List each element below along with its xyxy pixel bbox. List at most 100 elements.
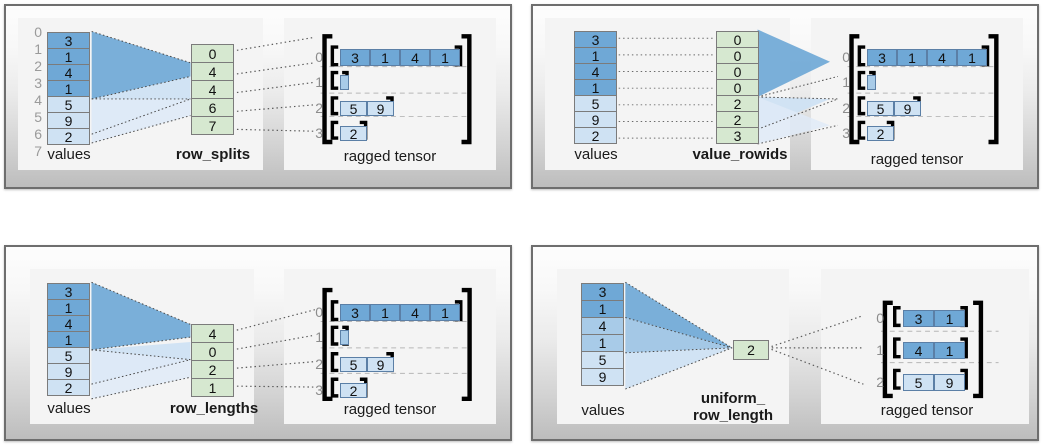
fan-dark — [91, 282, 191, 350]
ragged-box-row-splits — [284, 18, 496, 170]
link-lines — [767, 315, 864, 385]
encoding-cell: 7 — [191, 116, 234, 135]
value-cell: 4 — [581, 317, 624, 335]
value-cell: 5 — [47, 96, 90, 113]
encoding-cell: 2 — [733, 340, 769, 360]
value-cell: 3 — [47, 32, 90, 49]
encoding-cell: 2 — [716, 111, 759, 128]
value-index: 7 — [34, 143, 42, 159]
outer-bracket — [882, 300, 984, 399]
value-index: 5 — [34, 109, 42, 125]
encoding-cell: 4 — [191, 62, 234, 81]
value-to-rowid-links — [618, 37, 715, 139]
encoding-label: row_lengths — [169, 400, 259, 417]
encoding-cell: 6 — [191, 98, 234, 117]
connector-layer-row-splits — [91, 30, 472, 145]
fan-dark — [757, 29, 831, 97]
link-lines — [232, 36, 315, 132]
ragged-cell: 1 — [370, 304, 400, 321]
row-separators — [320, 320, 472, 374]
ragged-cell: 2 — [340, 383, 367, 399]
ragged-row-index: 0 — [876, 310, 884, 326]
ragged-cell: 1 — [370, 49, 400, 66]
ragged-cell-empty — [340, 75, 349, 90]
encoding-column-row-lengths: 4 0 2 1 — [191, 324, 234, 397]
value-index: 6 — [34, 126, 42, 142]
fan-light — [625, 347, 733, 390]
value-cell: 9 — [47, 363, 90, 380]
encoding-cell: 4 — [191, 80, 234, 99]
value-cell: 1 — [47, 80, 90, 97]
value-cell: 1 — [47, 48, 90, 65]
ragged-cell: 5 — [903, 374, 934, 391]
values-column: 3 1 4 1 5 9 2 — [47, 32, 90, 145]
ragged-cell: 1 — [934, 310, 965, 327]
ragged-cell: 3 — [340, 49, 370, 66]
ragged-cell: 5 — [340, 357, 367, 373]
values-label: values — [47, 146, 91, 163]
ragged-label: ragged tensor — [343, 148, 437, 165]
values-column: 3 1 4 1 5 9 2 — [574, 31, 617, 144]
value-cell: 1 — [581, 334, 624, 352]
connector-layer-uniform-row-length — [625, 281, 999, 399]
value-index: 4 — [34, 92, 42, 108]
fan-mid — [625, 317, 733, 353]
encoding-cell: 2 — [716, 95, 759, 112]
value-cell: 3 — [581, 283, 624, 301]
row-separators — [320, 66, 472, 118]
ragged-cell: 4 — [903, 342, 934, 359]
ragged-row-index: 2 — [876, 374, 884, 390]
value-cell: 1 — [47, 299, 90, 316]
ragged-row-index: 0 — [842, 49, 850, 65]
ragged-row-index: 3 — [842, 125, 850, 141]
encoding-column-value-rowids: 0 0 0 0 2 2 3 — [716, 31, 759, 144]
ragged-row-index: 0 — [315, 49, 323, 65]
fan-light-b — [91, 98, 191, 143]
values-column: 3 1 4 1 5 9 2 — [47, 283, 90, 396]
value-cell: 3 — [574, 31, 617, 48]
values-column: 3 1 4 1 5 9 — [581, 283, 624, 386]
value-cell: 1 — [47, 331, 90, 348]
encoding-label: uniform_ row_length — [692, 390, 773, 424]
encoding-column-row-splits: 0 4 4 6 7 — [191, 44, 234, 135]
ragged-cell: 3 — [340, 304, 370, 321]
ragged-label: ragged tensor — [870, 151, 964, 168]
connector-layer-value-rowids — [618, 29, 999, 145]
encoding-cell: 0 — [716, 47, 759, 64]
values-label: values — [581, 402, 625, 419]
fan-light-b — [91, 349, 191, 399]
value-cell: 9 — [581, 368, 624, 386]
value-index: 3 — [34, 75, 42, 91]
values-label: values — [47, 400, 91, 417]
ragged-cell: 1 — [430, 49, 460, 66]
ragged-cell: 4 — [400, 304, 430, 321]
ragged-cell: 5 — [340, 101, 367, 117]
ragged-cell: 9 — [367, 101, 394, 117]
value-cell: 1 — [574, 47, 617, 64]
ragged-box-row-lengths — [284, 269, 496, 424]
ragged-row-index: 1 — [876, 342, 884, 358]
ragged-cell: 1 — [957, 49, 987, 66]
value-cell: 9 — [47, 112, 90, 129]
connector-layer-row-lengths — [91, 281, 472, 402]
ragged-row-index: 3 — [315, 382, 323, 398]
encoding-label: row_splits — [175, 146, 251, 163]
encoding-cell: 0 — [716, 31, 759, 48]
encoding-cell: 3 — [716, 127, 759, 144]
ragged-row-index: 2 — [842, 100, 850, 116]
value-cell: 9 — [574, 111, 617, 128]
ragged-cell: 3 — [903, 310, 934, 327]
encoding-label: value_rowids — [692, 146, 788, 163]
ragged-cell: 9 — [894, 101, 921, 117]
panel-value-rowids: 3 1 4 1 5 9 2 0 0 0 0 2 2 3 0 1 2 3 3 1 … — [531, 4, 1039, 189]
fan-light-b — [757, 96, 831, 144]
encoding-cell: 4 — [191, 324, 234, 343]
values-label: values — [574, 146, 618, 163]
outer-bracket — [849, 34, 999, 145]
value-cell: 2 — [47, 128, 90, 145]
value-cell: 5 — [47, 347, 90, 364]
fan-outline — [757, 75, 839, 145]
ragged-cell: 4 — [927, 49, 957, 66]
ragged-row-index: 2 — [315, 100, 323, 116]
ragged-row-index: 1 — [315, 74, 323, 90]
